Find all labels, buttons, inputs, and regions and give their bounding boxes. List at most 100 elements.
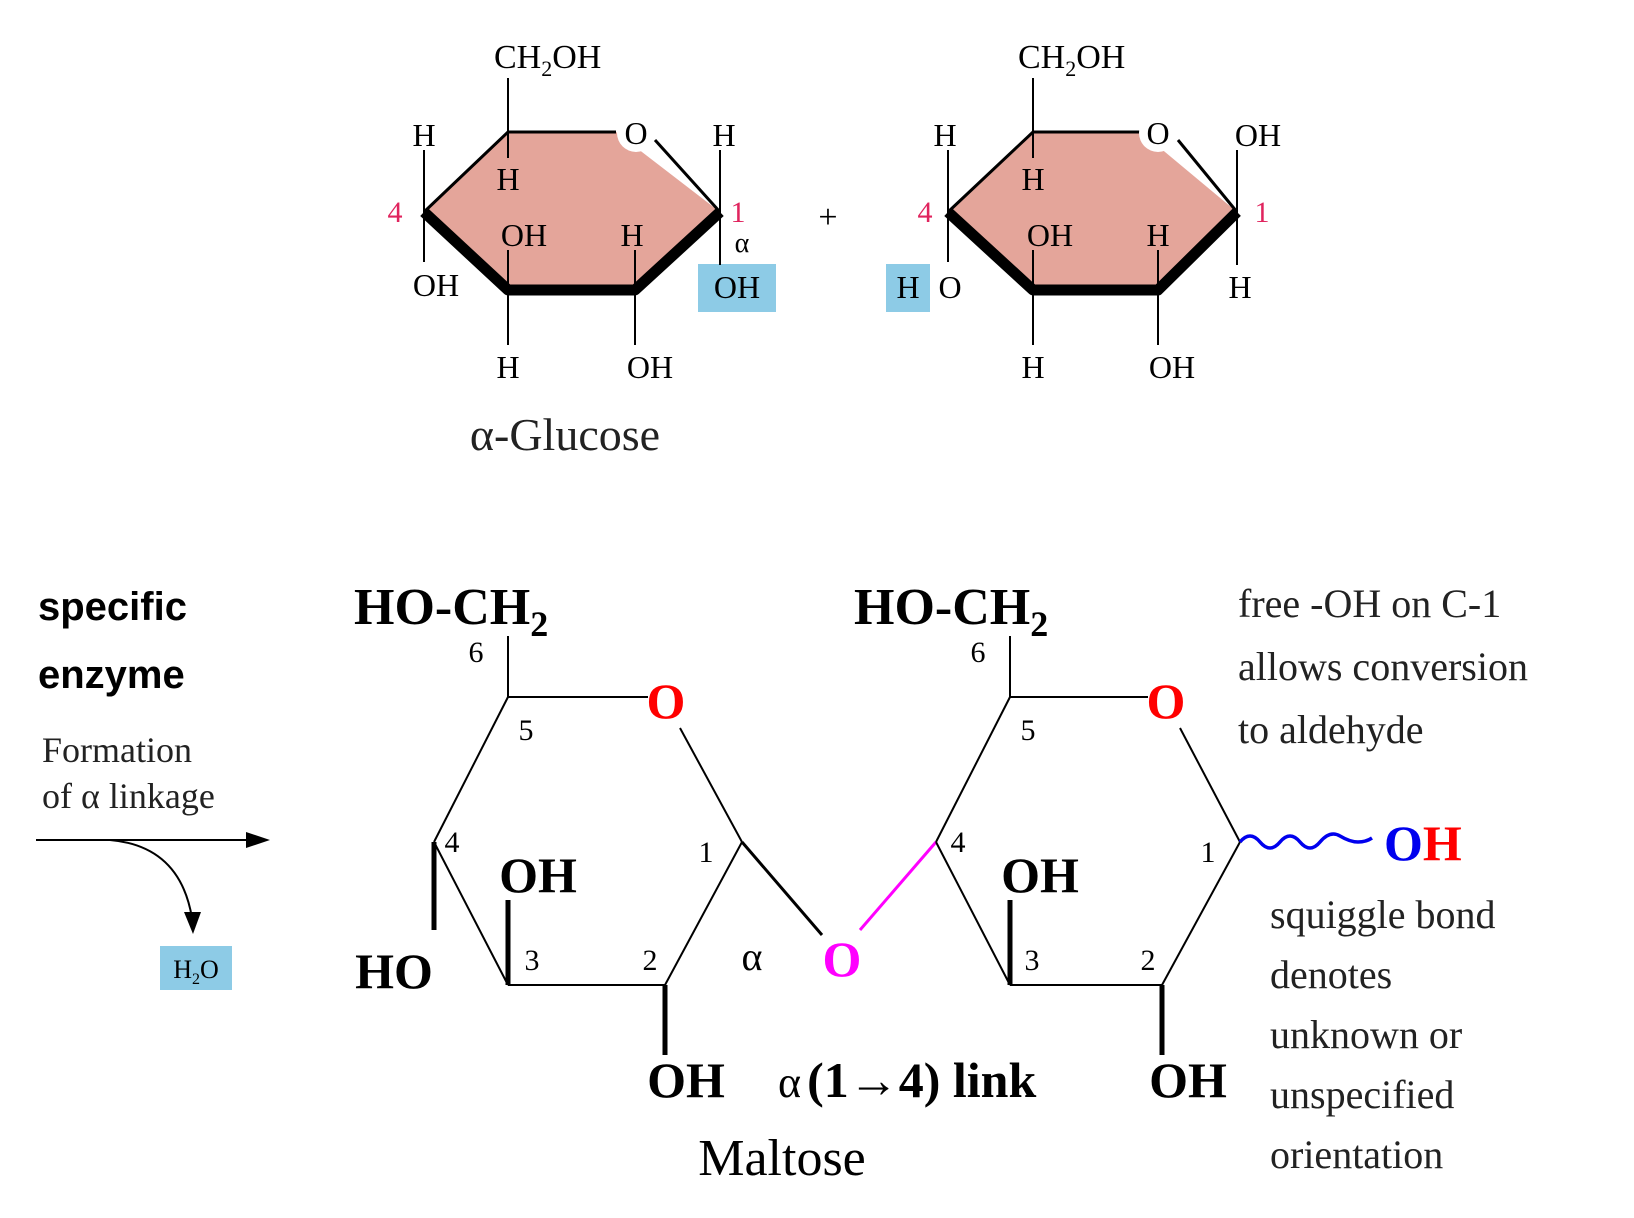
label-h-c4-up: H: [933, 117, 956, 153]
label-alpha-c1: α: [735, 228, 750, 259]
left-locant-2: 2: [643, 944, 658, 977]
label-oh-c3-up: OH: [1027, 217, 1073, 253]
label-h-c3-down: H: [496, 349, 519, 385]
right-locant-6: 6: [971, 636, 986, 669]
note-squiggle-line-2: denotes: [1270, 952, 1392, 997]
locant-c4: 4: [388, 196, 403, 229]
left-oh-c3: OH: [499, 847, 577, 903]
right-locant-4: 4: [951, 826, 966, 859]
squiggle-bond: [1238, 832, 1373, 850]
label-oh-c1-down: OH: [714, 269, 760, 305]
ring-fill: [948, 132, 1237, 290]
bridge-oxygen: O: [823, 931, 862, 987]
locant-c1: 1: [1255, 196, 1270, 229]
note-free-oh-line-3: to aldehyde: [1238, 707, 1424, 752]
right-ring-oxygen: O: [1147, 673, 1186, 729]
maltose-structure: HO-CH2 6 5 O 4 OH 1 HO 3 2 α OH O HO-CH2…: [354, 579, 1462, 1187]
left-ho-ch2: HO-CH2: [354, 579, 548, 644]
caption-maltose: Maltose: [698, 1130, 866, 1187]
label-h-c4-up: H: [412, 117, 435, 153]
ring-edge-c1-o: [1176, 139, 1239, 213]
ring-edge-c1-o: [653, 138, 722, 214]
free-oh: OH: [1384, 815, 1462, 871]
bond-l4-l3: [433, 841, 509, 986]
label-oh-c2-down: OH: [1149, 349, 1195, 385]
label-oh-c1-up: OH: [1235, 117, 1281, 153]
water-branch-arrow: [109, 839, 193, 919]
label-ch2oh: CH2OH: [494, 39, 601, 81]
label-oh-c2-down: OH: [627, 349, 673, 385]
plus-sign: +: [818, 199, 837, 236]
note-free-oh-line-1: free -OH on C-1: [1238, 581, 1501, 626]
ring-oxygen-bg: [617, 114, 655, 152]
label-h-c1-down: H: [1228, 269, 1251, 305]
label-h-c1-up: H: [712, 117, 735, 153]
ring-oxygen: O: [1146, 115, 1169, 151]
note-squiggle: squiggle bond denotes unknown or unspeci…: [1270, 892, 1496, 1177]
locant-c1: 1: [731, 196, 746, 229]
note-squiggle-line-5: orientation: [1270, 1132, 1443, 1177]
ring-fill: [424, 132, 720, 290]
left-ring-oxygen: O: [647, 673, 686, 729]
right-locant-5: 5: [1021, 714, 1036, 747]
formation-line-2: of α linkage: [42, 776, 215, 816]
label-o-c4-down: O: [938, 269, 961, 305]
note-free-oh: free -OH on C-1 allows conversion to ald…: [1238, 581, 1528, 752]
ring-front-edges: [944, 207, 1241, 296]
bond-o-l1: [679, 727, 743, 843]
enzyme-line-1: specific: [38, 585, 187, 629]
note-squiggle-line-4: unspecified: [1270, 1072, 1454, 1117]
bond-r5-r4: [935, 696, 1011, 843]
right-oh-c2: OH: [1149, 1052, 1227, 1108]
left-ho-c4: HO: [355, 943, 433, 999]
left-oh-c2: OH: [647, 1052, 725, 1108]
right-oh-c3: OH: [1001, 847, 1079, 903]
water-highlight: [160, 946, 232, 990]
bond-r2-r1: [1161, 841, 1241, 986]
note-free-oh-line-2: allows conversion: [1238, 644, 1528, 689]
enzyme-line-2: enzyme: [38, 653, 185, 697]
left-locant-4: 4: [445, 826, 460, 859]
left-locant-3: 3: [525, 944, 540, 977]
highlight-c1-oh: [698, 264, 776, 312]
alpha-anomeric: α: [742, 934, 763, 979]
right-locant-3: 3: [1025, 944, 1040, 977]
label-ch2oh: CH2OH: [1018, 39, 1125, 81]
label-h-c2-up: H: [1146, 217, 1169, 253]
right-ho-ch2: HO-CH2: [854, 579, 1048, 644]
top-left-glucose: O CH2OH H H 4 OH OH H H OH H 1 α OH α-Gl…: [388, 39, 776, 460]
left-locant-5: 5: [519, 714, 534, 747]
right-locant-2: 2: [1141, 944, 1156, 977]
label-oh-c3-up: OH: [501, 217, 547, 253]
ring-oxygen-bg: [1139, 114, 1177, 152]
ring-front-edges: [420, 207, 724, 296]
left-locant-6: 6: [469, 636, 484, 669]
bond-l1-bridge: [740, 841, 824, 936]
bond-r4-r3: [935, 841, 1011, 986]
water-branch-head: [184, 912, 201, 934]
label-h-c3-down: H: [1021, 349, 1044, 385]
ring-oxygen: O: [624, 115, 647, 151]
label-h-c5-down: H: [496, 161, 519, 197]
label-h-c5-down: H: [1021, 161, 1044, 197]
water-label: H2O: [173, 955, 219, 988]
reaction-arrow-head: [246, 832, 270, 848]
highlight-c4-h: [886, 264, 930, 312]
bond-l5-l4: [433, 696, 509, 843]
label-oh-c4-down: OH: [413, 267, 459, 303]
top-right-glucose: O CH2OH H H 4 H O OH H H OH OH 1 H: [886, 39, 1281, 385]
formation-line-1: Formation: [42, 730, 192, 770]
label-h-c4-down: H: [896, 269, 919, 305]
link-label: α(1→4) link: [778, 1052, 1036, 1108]
left-locant-1: 1: [699, 836, 714, 869]
locant-c4: 4: [918, 196, 933, 229]
note-squiggle-line-3: unknown or: [1270, 1012, 1462, 1057]
right-locant-1: 1: [1201, 836, 1216, 869]
bond-o-r1: [1179, 727, 1241, 843]
bond-l2-l1: [664, 841, 743, 986]
reaction-conditions: specific enzyme Formation of α linkage H…: [36, 585, 270, 990]
note-squiggle-line-1: squiggle bond: [1270, 892, 1496, 937]
label-h-c2-up: H: [620, 217, 643, 253]
bond-bridge-r4: [858, 841, 938, 931]
